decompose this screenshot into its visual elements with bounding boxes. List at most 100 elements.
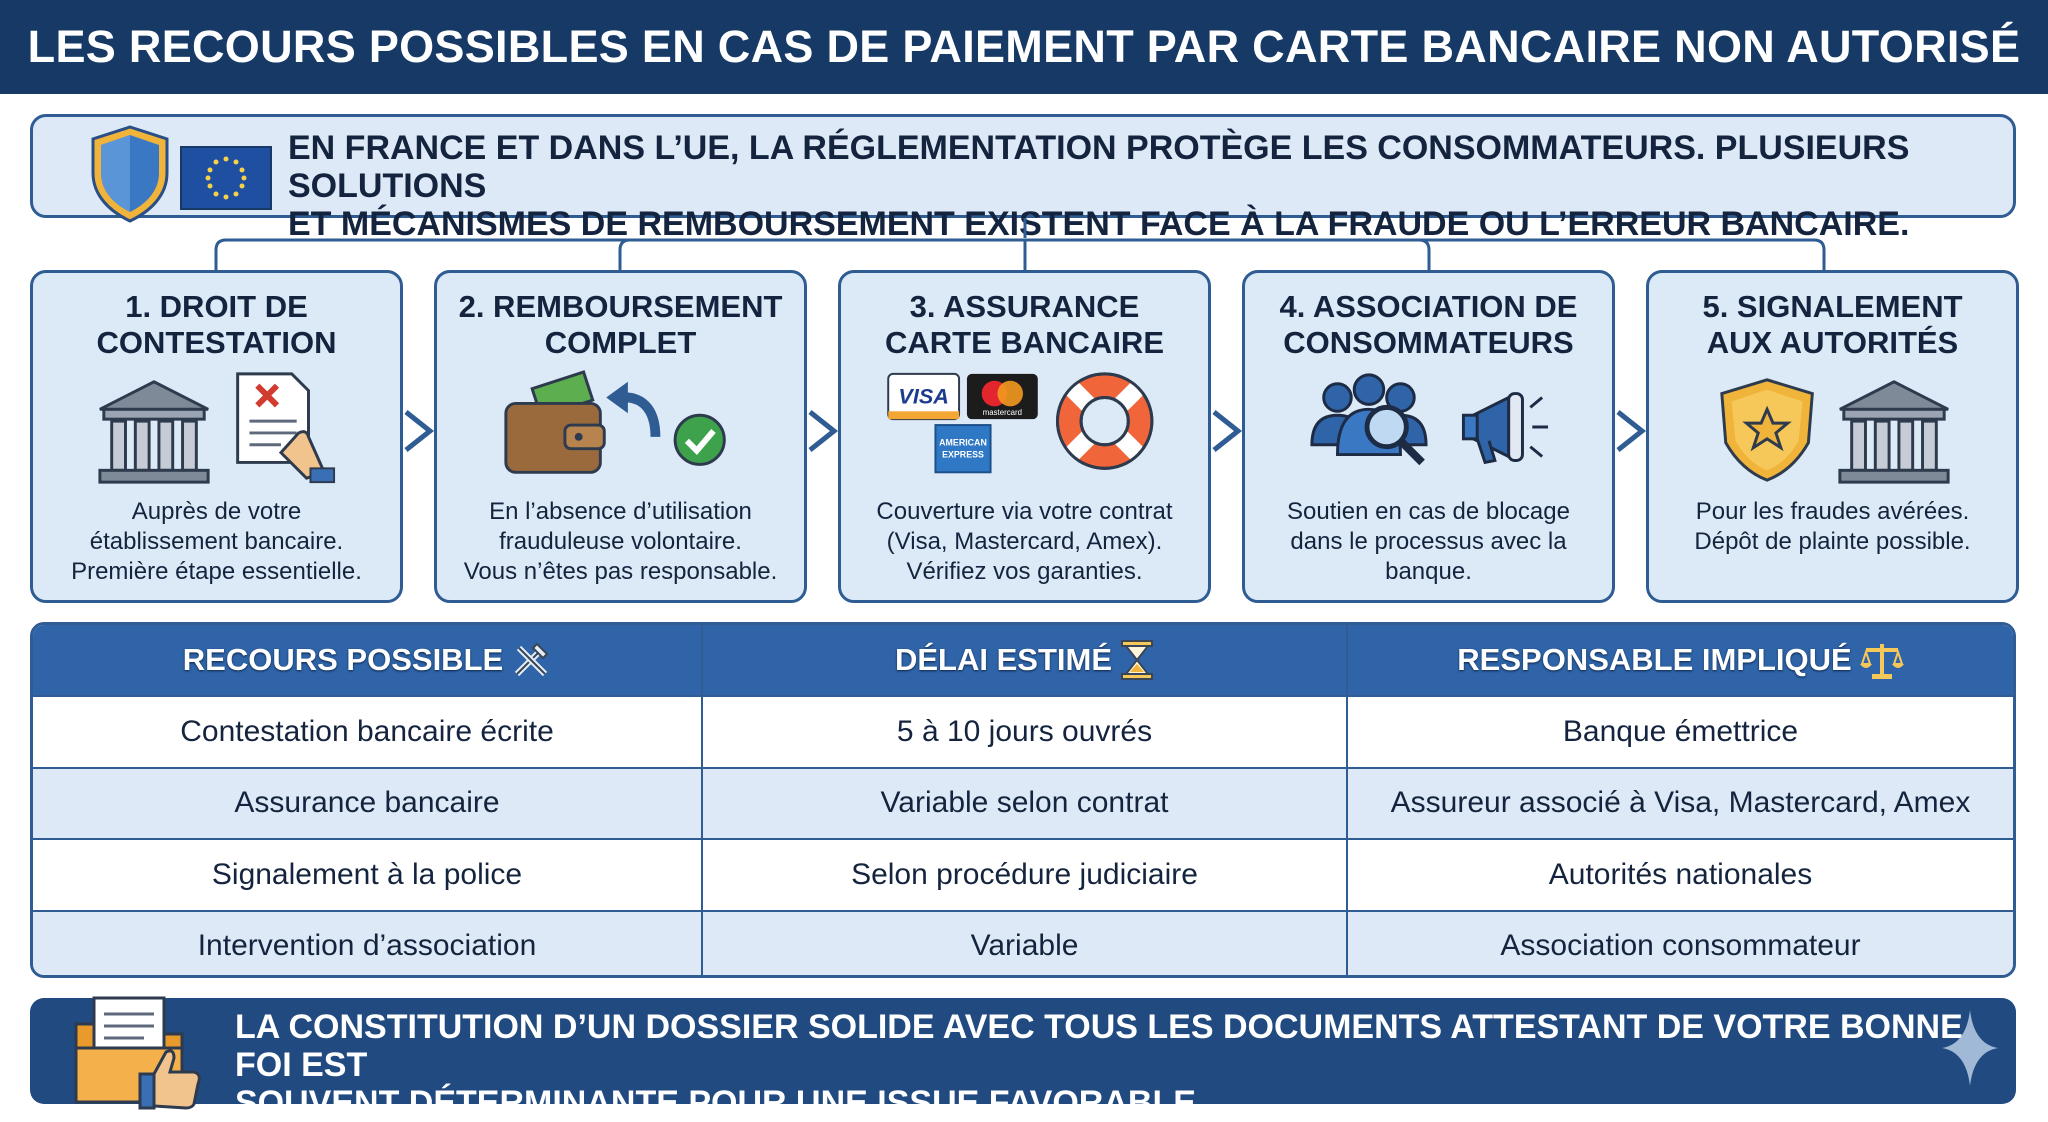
amex-logo: AMERICAN EXPRESS: [934, 424, 992, 474]
chevron-right-icon: [404, 410, 435, 452]
shield-icon: [91, 125, 169, 223]
courthouse-icon: [1838, 380, 1950, 484]
card-title-line: CONSOMMATEURS: [1283, 325, 1574, 360]
table-cell: Contestation bancaire écrite: [33, 695, 703, 767]
check-icon: [673, 413, 726, 466]
title-banner: LES RECOURS POSSIBLES EN CAS DE PAIEMENT…: [0, 0, 2048, 94]
table-header-cell: RECOURS POSSIBLE: [33, 625, 703, 695]
sparkle-icon: [1942, 1010, 1998, 1086]
card-title-line: 3. ASSURANCE: [909, 289, 1140, 324]
card-desc-line: Couverture via votre contrat: [876, 498, 1173, 525]
table-row: Contestation bancaire écrite 5 à 10 jour…: [33, 695, 2013, 767]
card-icons: [504, 370, 726, 474]
card-title-line: 4. ASSOCIATION DE: [1279, 289, 1578, 324]
footer-line-1: LA CONSTITUTION D’UN DOSSIER SOLIDE AVEC…: [235, 1008, 1963, 1084]
card-desc-line: dans le processus avec la: [1290, 528, 1567, 555]
card-remboursement: 2. REMBOURSEMENT COMPLET En l’absence d’…: [434, 270, 807, 603]
card-desc-line: frauduleuse volontaire.: [499, 528, 742, 555]
card-title-line: COMPLET: [544, 325, 697, 360]
document-reject-icon: [236, 372, 336, 484]
shield-eu-icon: [91, 125, 272, 223]
chevron-right-icon: [1616, 410, 1647, 452]
table-cell: Variable: [703, 909, 1348, 975]
header-label: RESPONSABLE IMPLIQUÉ: [1457, 642, 1852, 677]
table-row: Signalement à la police Selon procédure …: [33, 838, 2013, 910]
chevron-right-icon: [1212, 410, 1243, 452]
visa-text: VISA: [898, 383, 948, 408]
tools-icon: [515, 642, 549, 677]
card-description: Pour les fraudes avérées. Dépôt de plain…: [1649, 497, 2016, 557]
connector-lines: [214, 218, 1826, 270]
card-desc-line: (Visa, Mastercard, Amex).: [886, 528, 1163, 555]
card-title-line: AUX AUTORITÉS: [1706, 325, 1959, 360]
table-cell: Association consommateur: [1348, 909, 2013, 976]
card-title-line: 5. SIGNALEMENT: [1702, 289, 1963, 324]
card-desc-line: banque.: [1385, 558, 1472, 585]
card-description: Auprès de votre établissement bancaire. …: [33, 497, 400, 587]
card-description: Soutien en cas de blocage dans le proces…: [1245, 497, 1612, 587]
recours-table: RECOURS POSSIBLE DÉLAI ESTIMÉ RESPONSABL…: [30, 622, 2016, 978]
card-desc-line: En l’absence d’utilisation: [489, 498, 752, 525]
lifebuoy-icon: [1055, 372, 1154, 470]
card-desc-line: Pour les fraudes avérées.: [1695, 498, 1970, 525]
card-desc-line: établissement bancaire.: [89, 528, 344, 555]
footer-line-2: SOUVENT DÉTERMINANTE POUR UNE ISSUE FAVO…: [235, 1084, 1206, 1122]
card-icons: [1720, 378, 1950, 484]
header-label: DÉLAI ESTIMÉ: [894, 642, 1112, 677]
card-title: 2. REMBOURSEMENT COMPLET: [437, 289, 804, 361]
card-desc-line: Vous n’êtes pas responsable.: [463, 558, 778, 585]
megaphone-icon: [1461, 392, 1549, 465]
table-row: Intervention d’association Variable Asso…: [33, 909, 2013, 976]
table-header-cell: DÉLAI ESTIMÉ: [703, 625, 1348, 695]
card-desc-line: Première étape essentielle.: [71, 558, 362, 585]
card-description: Couverture via votre contrat (Visa, Mast…: [841, 497, 1208, 587]
card-title: 5. SIGNALEMENT AUX AUTORITÉS: [1649, 289, 2016, 361]
table-cell: Signalement à la police: [33, 838, 703, 910]
card-title-line: CARTE BANCAIRE: [885, 325, 1164, 360]
mastercard-logo: mastercard: [966, 373, 1038, 420]
card-desc-line: Vérifiez vos garanties.: [906, 558, 1143, 585]
return-arrow-icon: [606, 381, 661, 438]
table-row: Assurance bancaire Variable selon contra…: [33, 766, 2013, 839]
table-cell: Autorités nationales: [1348, 838, 2013, 910]
scales-icon: [1859, 644, 1904, 679]
table-cell: Selon procédure judiciaire: [703, 838, 1348, 910]
card-title: 1. DROIT DE CONTESTATION: [33, 289, 400, 361]
table-cell: Assureur associé à Visa, Mastercard, Ame…: [1348, 766, 2013, 839]
card-association: 4. ASSOCIATION DE CONSOMMATEURS Soutien …: [1242, 270, 1615, 603]
table-cell: Assurance bancaire: [33, 766, 703, 838]
page-title: LES RECOURS POSSIBLES EN CAS DE PAIEMENT…: [27, 21, 2021, 72]
card-title: 4. ASSOCIATION DE CONSOMMATEURS: [1245, 289, 1612, 361]
bank-icon: [98, 380, 210, 484]
intro-line-2: ET MÉCANISMES DE REMBOURSEMENT EXISTENT …: [288, 205, 1910, 243]
table-header-cell: RESPONSABLE IMPLIQUÉ: [1348, 625, 2013, 695]
visa-logo: VISA: [887, 372, 961, 421]
footer-banner: LA CONSTITUTION D’UN DOSSIER SOLIDE AVEC…: [30, 996, 2016, 1122]
card-icons: [1310, 373, 1549, 466]
table-cell: Variable selon contrat: [703, 766, 1348, 838]
mastercard-text: mastercard: [983, 408, 1022, 417]
header-label: RECOURS POSSIBLE: [182, 642, 504, 677]
card-desc-line: Dépôt de plainte possible.: [1694, 528, 1971, 555]
intro-text: EN FRANCE ET DANS L’UE, LA RÉGLEMENTATIO…: [288, 129, 1988, 243]
chevron-right-icon: [808, 410, 839, 452]
table-header-row: RECOURS POSSIBLE DÉLAI ESTIMÉ RESPONSABL…: [33, 625, 2013, 695]
card-description: En l’absence d’utilisation frauduleuse v…: [437, 497, 804, 587]
card-icons: [98, 372, 336, 484]
footer-text: LA CONSTITUTION D’UN DOSSIER SOLIDE AVEC…: [235, 1008, 1995, 1122]
card-assurance: 3. ASSURANCE CARTE BANCAIRE VISA masterc…: [838, 270, 1211, 603]
intro-line-1: EN FRANCE ET DANS L’UE, LA RÉGLEMENTATIO…: [288, 129, 1910, 205]
card-title: 3. ASSURANCE CARTE BANCAIRE: [841, 289, 1208, 361]
folder-thumbs-up-icon: [74, 996, 201, 1110]
card-title-line: 2. REMBOURSEMENT: [458, 289, 783, 324]
card-title-line: CONTESTATION: [96, 325, 337, 360]
wallet-icon: [504, 370, 606, 474]
amex-text-1: AMERICAN: [939, 438, 987, 448]
amex-text-2: EXPRESS: [942, 450, 984, 460]
table-cell: Banque émettrice: [1348, 695, 2013, 767]
table-cell: Intervention d’association: [33, 909, 703, 975]
card-desc-line: Auprès de votre: [131, 498, 302, 525]
eu-flag-icon: [180, 146, 272, 210]
people-magnifier-icon: [1310, 373, 1428, 466]
card-desc-line: Soutien en cas de blocage: [1287, 498, 1570, 525]
